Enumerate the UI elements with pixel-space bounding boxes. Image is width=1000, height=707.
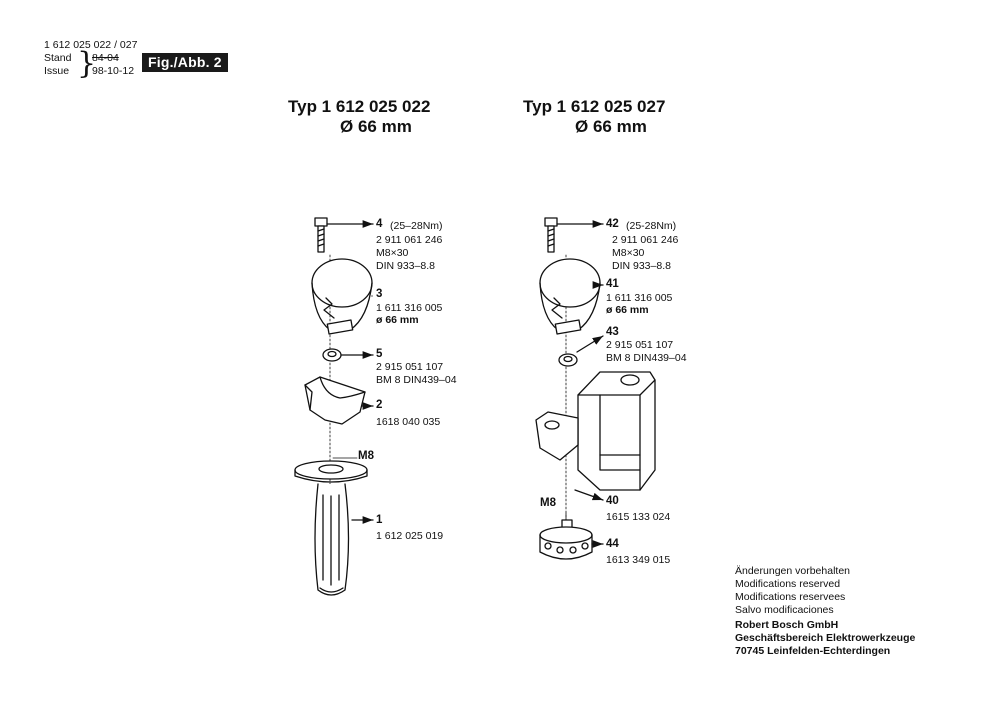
part-position-2: 2 — [376, 399, 383, 411]
thread-label-left: M8 — [358, 450, 374, 462]
part-41-number: 1 611 316 005 — [606, 292, 673, 304]
screw-icon — [544, 217, 558, 253]
note-en: Modifications reserved — [735, 578, 841, 590]
part-44-number: 1613 349 015 — [606, 554, 671, 566]
part-position-1: 1 — [376, 514, 383, 526]
part-2-number: 1618 040 035 — [376, 416, 441, 428]
part-position-41: 41 — [606, 278, 619, 290]
type-diameter-right: Ø 66 mm — [575, 117, 647, 136]
part-position-43: 43 — [606, 326, 619, 338]
clamp-band-icon — [539, 258, 601, 335]
part-position-5: 5 — [376, 348, 383, 360]
handle-holder-icon — [304, 376, 366, 425]
nut-icon — [558, 353, 578, 367]
part-5-standard: BM 8 DIN439–04 — [376, 374, 457, 386]
note-de: Änderungen vorbehalten — [735, 565, 851, 577]
thread-label-right: M8 — [540, 497, 556, 509]
issue-label: Issue — [44, 65, 70, 77]
clamp-band-icon — [311, 258, 373, 335]
company-address: 70745 Leinfelden-Echterdingen — [735, 645, 891, 657]
stand-label: Stand — [44, 52, 72, 64]
note-es: Salvo modificaciones — [735, 604, 834, 616]
screw-icon — [314, 217, 328, 253]
part-4-standard: DIN 933–8.8 — [376, 260, 435, 272]
part-41-diameter: ø 66 mm — [606, 304, 649, 316]
part-42-standard: DIN 933–8.8 — [612, 260, 671, 272]
part-43-number: 2 915 051 107 — [606, 339, 674, 351]
type-diameter-left: Ø 66 mm — [340, 117, 412, 136]
part-40-number: 1615 133 024 — [606, 511, 671, 523]
part-42-torque: (25-28Nm) — [626, 220, 677, 232]
handle-frame-icon — [535, 371, 656, 491]
type-title-left: Typ 1 612 025 022 — [288, 97, 431, 116]
part-4-number: 2 911 061 246 — [376, 234, 443, 246]
part-42-size: M8×30 — [612, 247, 645, 259]
figure-label: Fig./Abb. 2 — [142, 53, 228, 72]
part-position-44: 44 — [606, 538, 619, 550]
part-4-size: M8×30 — [376, 247, 409, 259]
nut-icon — [322, 348, 342, 362]
note-fr: Modifications reservees — [735, 591, 846, 603]
part-1-number: 1 612 025 019 — [376, 530, 444, 542]
part-4-torque: (25–28Nm) — [390, 220, 443, 232]
company-name: Robert Bosch GmbH — [735, 619, 839, 631]
stand-value: 84-04 — [92, 52, 119, 64]
brace-icon: } — [77, 46, 97, 81]
part-position-42: 42 — [606, 218, 619, 230]
company-division: Geschäftsbereich Elektrowerkzeuge — [735, 632, 916, 644]
part-position-3: 3 — [376, 288, 383, 300]
type-title-right: Typ 1 612 025 027 — [523, 97, 666, 116]
part-position-40: 40 — [606, 495, 619, 507]
part-3-diameter: ø 66 mm — [376, 314, 419, 326]
auxiliary-handle-icon — [294, 460, 368, 596]
part-43-standard: BM 8 DIN439–04 — [606, 352, 687, 364]
part-position-4: 4 — [376, 218, 383, 230]
part-5-number: 2 915 051 107 — [376, 361, 444, 373]
document-number: 1 612 025 022 / 027 — [44, 39, 138, 51]
part-3-number: 1 611 316 005 — [376, 302, 443, 314]
part-42-number: 2 911 061 246 — [612, 234, 679, 246]
issue-value: 98-10-12 — [92, 65, 135, 77]
locking-knob-icon — [539, 519, 593, 560]
